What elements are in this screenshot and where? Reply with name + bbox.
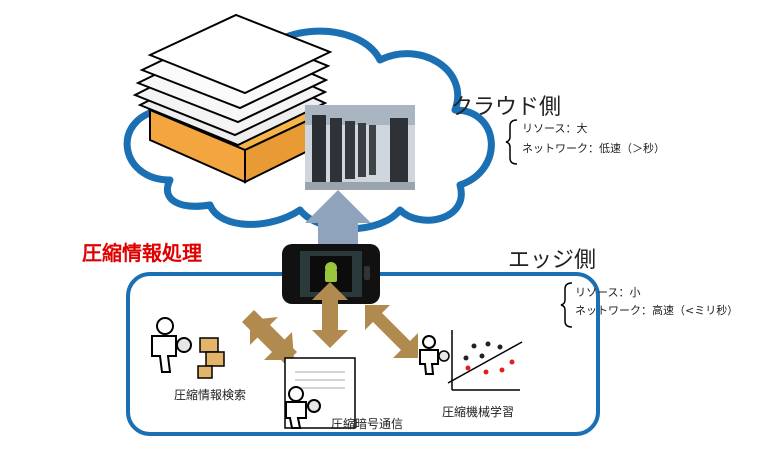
edge-side-title: エッジ側	[508, 248, 597, 273]
feature-title: 圧縮情報処理	[82, 241, 202, 265]
search-person-icon	[151, 317, 225, 379]
app-label-ml: 圧縮機械学習	[442, 405, 515, 419]
server-room-image	[305, 105, 415, 190]
app-label-crypto: 圧縮暗号通信	[331, 417, 404, 431]
cloud-side-title: クラウド側	[451, 95, 562, 120]
smartphone-icon	[282, 244, 380, 304]
upload-arrow-icon	[305, 190, 371, 245]
ml-person-icon	[419, 335, 450, 375]
data-pile-icon	[132, 13, 333, 184]
scatter-chart-icon	[447, 330, 523, 391]
app-label-search: 圧縮情報検索	[174, 388, 247, 402]
crypto-person-icon	[284, 357, 356, 429]
cloud-network-label: ネットワーク：低速（＞秒）	[522, 142, 665, 155]
edge-arrows	[242, 282, 418, 364]
edge-network-label: ネットワーク：高速（<ミリ秒）	[575, 304, 739, 317]
edge-resource-label: リソース：小	[575, 286, 641, 299]
edge-spec-brace	[560, 282, 573, 328]
cloud-spec-brace	[505, 119, 518, 165]
cloud-resource-label: リソース：大	[522, 122, 588, 135]
